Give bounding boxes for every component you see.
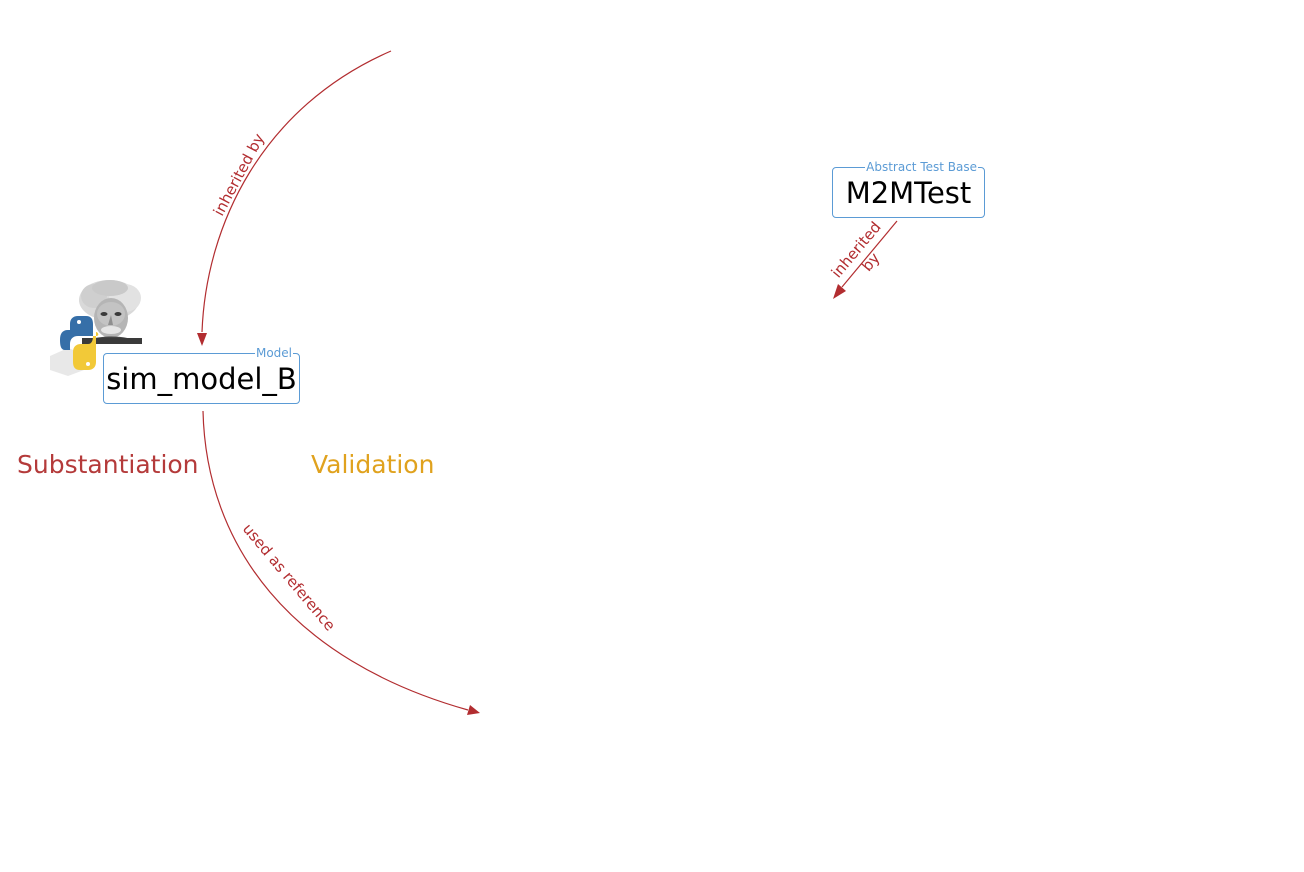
edge-inherited-by-into-sim-model: inherited by <box>197 50 392 346</box>
node-type-label: Model <box>254 346 293 360</box>
edge-label-line1: inherited <box>828 218 885 281</box>
edge-line <box>202 410 469 711</box>
node-type-label: Abstract Test Base <box>865 160 978 174</box>
einstein-portrait-icon <box>79 280 142 344</box>
edge-label-inherited-by-m2m: inherited by <box>828 218 885 281</box>
node-m2mtest[interactable]: Abstract Test Base M2MTest <box>832 160 985 218</box>
edge-inherited-by-from-m2mtest: inherited by <box>828 218 898 299</box>
arrowhead <box>467 705 480 715</box>
edge-label-used-as-reference: used as reference <box>239 520 339 634</box>
region-label-substantiation: Substantiation <box>17 450 199 479</box>
arrowhead <box>197 333 207 346</box>
edge-line <box>841 220 898 288</box>
node-name: sim_model_B <box>106 362 297 396</box>
node-sim-model-b[interactable]: Model sim_model_B <box>103 346 300 404</box>
edge-line <box>201 50 392 333</box>
arrowhead <box>833 284 846 299</box>
python-logo-icon <box>50 316 99 376</box>
region-label-validation: Validation <box>311 450 435 479</box>
model-badge-icons <box>50 280 142 376</box>
edge-label-inherited-by: inherited by <box>210 130 268 219</box>
node-name: M2MTest <box>845 176 972 210</box>
